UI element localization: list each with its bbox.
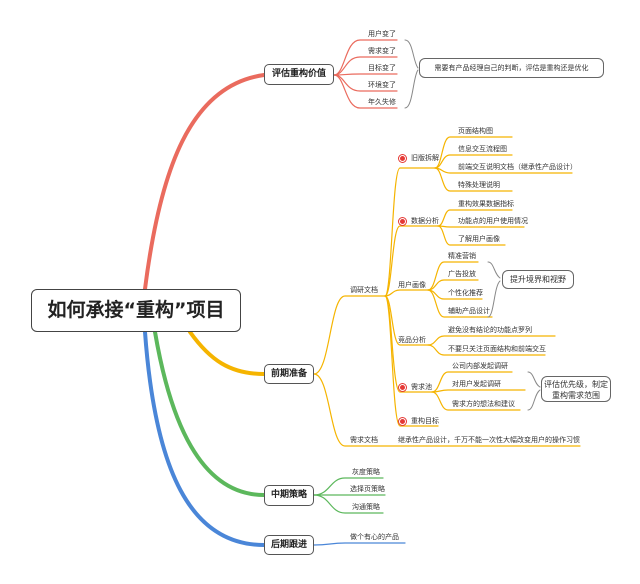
node-data-analysis[interactable]: 数据分析 (411, 217, 439, 225)
topic-preparation[interactable]: 前期准备 (264, 364, 314, 384)
topic-mid-strategy[interactable]: 中期策略 (264, 485, 314, 506)
note-vision[interactable]: 提升境界和视野 (502, 270, 574, 289)
node-user-research[interactable]: 对用户发起调研 (452, 380, 501, 388)
node-communication[interactable]: 沟通策略 (352, 503, 380, 511)
node-internal-research[interactable]: 公司内部发起调研 (452, 362, 508, 370)
node-research-doc[interactable]: 调研文档 (350, 286, 378, 294)
note-priority[interactable]: 评估优先级，制定重构需求范围 (541, 376, 611, 402)
node-special-handling[interactable]: 特殊处理说明 (458, 181, 500, 189)
note-judgement[interactable]: 需要有产品经理自己的判断，评估是重构还是优化 (419, 58, 604, 78)
node-demand-changed[interactable]: 需求变了 (368, 47, 396, 55)
node-recommend[interactable]: 个性化推荐 (448, 289, 483, 297)
node-gray-release[interactable]: 灰度策略 (352, 468, 380, 476)
flag-icon (399, 418, 406, 425)
node-avoid-list[interactable]: 避免没有结论的功能点罗列 (448, 326, 532, 334)
topic-follow-up[interactable]: 后期跟进 (264, 535, 314, 555)
node-assist-design[interactable]: 辅助产品设计 (448, 307, 490, 315)
node-not-only-structure[interactable]: 不要只关注页面结构和前端交互 (448, 345, 546, 353)
node-competitor[interactable]: 竞品分析 (398, 336, 426, 344)
node-inherit-design[interactable]: 继承性产品设计，千万不能一次性大幅改变用户的操作习惯 (398, 436, 580, 444)
node-feature-usage[interactable]: 功能点的用户使用情况 (458, 217, 528, 225)
topic-evaluate-value[interactable]: 评估重构价值 (264, 64, 334, 85)
node-requirement-doc[interactable]: 需求文档 (350, 436, 378, 444)
node-user-changed[interactable]: 用户变了 (368, 30, 396, 38)
node-frontend-doc[interactable]: 前端交互说明文档（继承性产品设计） (458, 163, 577, 171)
node-old-breakdown[interactable]: 旧版拆解 (411, 154, 439, 162)
node-demand-pool[interactable]: 需求池 (411, 383, 432, 391)
node-precision-marketing[interactable]: 精准营销 (448, 252, 476, 260)
node-stakeholder-ideas[interactable]: 需求方的想法和建议 (452, 400, 515, 408)
node-mindful-product[interactable]: 做个有心的产品 (350, 533, 399, 541)
root-topic[interactable]: 如何承接“重构”项目 (31, 289, 241, 332)
flag-icon (399, 155, 406, 162)
node-interaction-flow[interactable]: 信息交互流程图 (458, 145, 507, 153)
node-user-portrait[interactable]: 了解用户画像 (458, 235, 500, 243)
node-selection-page[interactable]: 选择页策略 (350, 485, 385, 493)
node-refactor-goal[interactable]: 重构目标 (411, 417, 439, 425)
node-ads[interactable]: 广告投放 (448, 270, 476, 278)
node-env-changed[interactable]: 环境变了 (368, 81, 396, 89)
flag-icon (399, 384, 406, 391)
node-metrics[interactable]: 重构效果数据指标 (458, 200, 514, 208)
node-persona[interactable]: 用户画像 (398, 281, 426, 289)
flag-icon (399, 218, 406, 225)
node-outdated[interactable]: 年久失修 (368, 98, 396, 106)
node-goal-changed[interactable]: 目标变了 (368, 64, 396, 72)
node-page-structure[interactable]: 页面结构图 (458, 127, 493, 135)
